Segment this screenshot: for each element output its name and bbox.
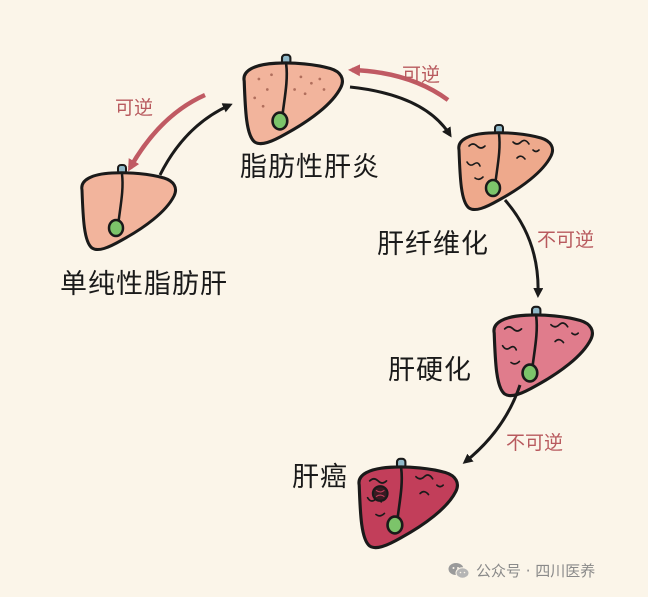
fat-dot: [318, 77, 322, 81]
fibrosis-mark: [550, 322, 569, 328]
gallbladder-icon: [107, 218, 125, 238]
fibrosis-mark: [503, 325, 523, 332]
fibrosis-mark: [468, 143, 486, 149]
fat-dot: [270, 73, 273, 77]
fibrosis-mark: [554, 338, 565, 344]
liver-body: [492, 313, 594, 398]
liver-liver-cancer: [357, 457, 459, 550]
arrow-hepatitis-to-fibrosis: [349, 85, 452, 138]
liver-fatty-hepatitis: [242, 53, 344, 146]
fibrosis-mark: [532, 149, 540, 153]
label-irreversible-2: 不可逆: [506, 432, 564, 454]
label-reversible-2: 可逆: [402, 64, 441, 86]
fibrosis-mark: [571, 332, 580, 336]
fibrosis-mark: [501, 344, 518, 351]
gallbladder-icon: [484, 178, 502, 198]
watermark: 公众号 · 四川医养: [448, 560, 595, 581]
label-irreversible-1: 不可逆: [537, 229, 595, 251]
label-fatty-hepatitis: 脂肪性肝炎: [240, 152, 380, 183]
label-liver-fibrosis: 肝纤维化: [377, 229, 489, 260]
fat-dot: [310, 81, 313, 85]
label-cirrhosis: 肝硬化: [388, 355, 472, 386]
fibrosis-mark: [510, 360, 521, 365]
fat-dot: [257, 77, 261, 81]
tumor-icon: [371, 485, 389, 502]
wechat-icon: [448, 562, 470, 579]
fibrosis-mark: [415, 474, 434, 480]
liver-body: [80, 171, 178, 252]
fat-dot: [303, 92, 307, 96]
arrow-cirrhosis-to-cancer: [462, 384, 522, 464]
liver-body: [242, 61, 344, 146]
fat-dot: [293, 88, 296, 91]
arrow-reverse-fibrosis-to-hepatitis: [348, 64, 450, 102]
gallbladder-icon: [271, 111, 289, 131]
fibrosis-mark: [466, 161, 481, 167]
liver-liver-fibrosis: [457, 124, 555, 212]
fat-dot: [253, 96, 257, 100]
label-liver-cancer: 肝癌: [292, 462, 348, 493]
fibrosis-mark: [516, 155, 526, 160]
fibrosis-mark: [375, 512, 386, 517]
watermark-text: 公众号 · 四川医养: [476, 562, 596, 580]
fibrosis-mark: [368, 477, 388, 484]
fat-dot: [261, 104, 265, 108]
fat-dot: [322, 88, 326, 91]
fibrosis-mark: [512, 139, 530, 145]
gallbladder-icon: [386, 515, 404, 535]
fibrosis-mark: [474, 176, 484, 181]
arrow-reverse-hepatitis-to-simple: [128, 92, 206, 172]
label-reversible-1: 可逆: [115, 97, 154, 119]
liver-cirrhosis: [492, 305, 594, 398]
fibrosis-mark: [436, 484, 445, 488]
arrow-fibrosis-to-cirrhosis: [503, 199, 544, 298]
fat-dot: [299, 75, 303, 79]
gallbladder-icon: [521, 363, 539, 383]
fibrosis-mark: [419, 490, 430, 496]
label-simple-fatty-liver: 单纯性脂肪肝: [60, 269, 228, 300]
tumor-texture: [375, 489, 385, 498]
liver-simple-fatty-liver: [80, 164, 178, 252]
liver-body: [457, 131, 555, 212]
arrow-simple-to-hepatitis: [158, 103, 233, 176]
fat-dot: [265, 88, 269, 91]
